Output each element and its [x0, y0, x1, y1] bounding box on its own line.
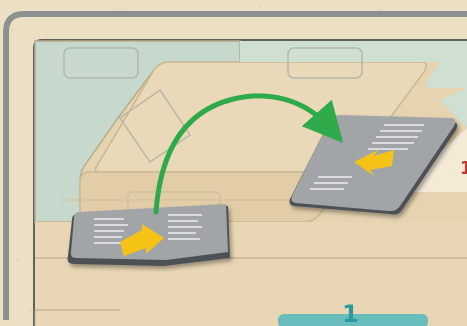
- bottom-cell: [34, 309, 120, 326]
- card-origin-text-lines: [94, 214, 202, 244]
- red-marker-number: 1: [460, 158, 467, 179]
- card-yellow-arrow-icon: [354, 150, 394, 176]
- teal-marker-bar: [278, 314, 428, 326]
- teal-zone-right: [440, 88, 467, 128]
- card-destination-text-lines: [310, 124, 424, 190]
- move-arrow-icon: [153, 93, 344, 215]
- teal-marker-number: 1: [342, 300, 359, 326]
- card-yellow-arrow-icon: [120, 224, 164, 256]
- ghost-card-2: [287, 47, 363, 79]
- card-origin[interactable]: [67, 204, 230, 266]
- ghost-card-3: [118, 88, 192, 164]
- teal-zone-top-right: [240, 41, 467, 88]
- board-frame-outer: [3, 11, 467, 320]
- ghost-card-1: [63, 47, 139, 79]
